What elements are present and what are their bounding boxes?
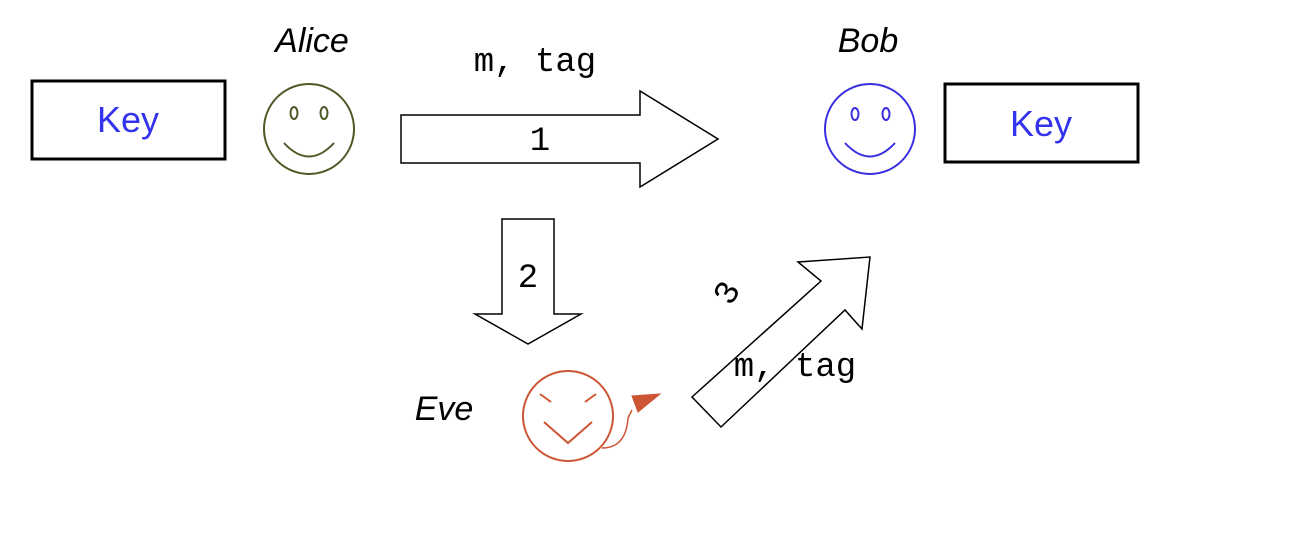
arrow-1-message: m, tag (474, 44, 596, 82)
arrow-1-label: 1 (530, 123, 550, 161)
arrow-3-label: 3 (708, 276, 751, 313)
arrow-3-message: m, tag (734, 349, 856, 387)
alice-key-label: Key (97, 99, 159, 140)
alice-name: Alice (273, 22, 349, 60)
arrow-3 (690, 256, 871, 429)
bob-name: Bob (838, 22, 899, 60)
arrow-2-label: 2 (518, 260, 538, 298)
alice-key-box: Key (30, 79, 227, 161)
eve-name: Eve (415, 390, 474, 428)
eve-devil-icon (522, 370, 633, 462)
bob-key-box: Key (943, 82, 1140, 164)
arrow-2: 2 (472, 218, 584, 345)
bob-smiley-icon (824, 83, 916, 175)
arrow-1: 1 (400, 89, 720, 189)
alice-smiley-icon (263, 83, 355, 175)
eve-tail-tip-icon (631, 393, 662, 413)
bob-key-label: Key (1010, 103, 1072, 144)
